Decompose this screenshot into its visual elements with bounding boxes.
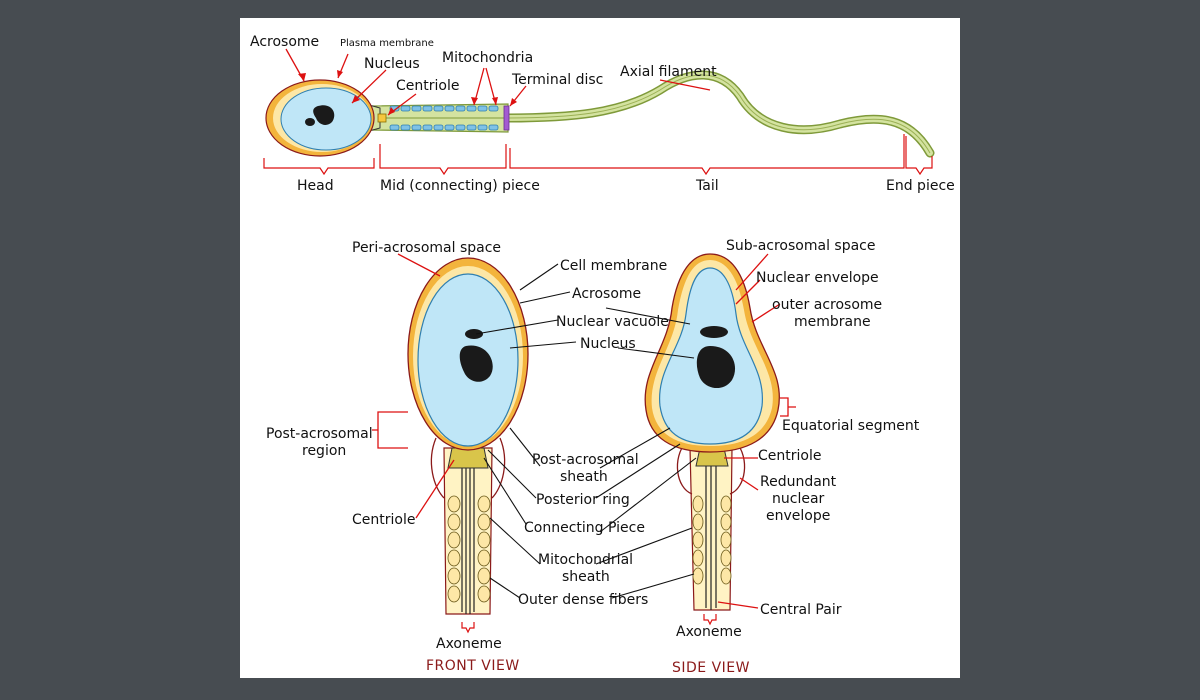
label-front-posterior-ring: Posterior ring [536,492,630,508]
label-side-redundant-envelope-1: Redundant [760,474,837,490]
label-side-outer-acrosome-membrane-1: outer acrosome [772,297,882,313]
front-connecting-piece [447,447,489,469]
front-nuclear-vacuole-small [465,329,483,339]
label-front-cell-membrane: Cell membrane [560,258,667,274]
terminal-disc [503,105,510,131]
front-view-illustration [407,257,529,615]
label-region-tail: Tail [695,178,719,194]
front-posterior-ring [430,437,506,499]
side-axoneme-brace [703,614,717,626]
label-top-nucleus: Nucleus [364,56,420,72]
side-mitochondria [692,495,732,585]
top-nuclear-vacuole-small [305,118,315,126]
top-pointers [285,48,711,116]
side-view-illustration [644,253,780,626]
side-view-title: SIDE VIEW [672,660,750,676]
label-region-mid-piece: Mid (connecting) piece [380,178,540,194]
top-centriole [377,113,387,123]
side-nuclear-vacuole-large [696,346,736,389]
label-side-equatorial-segment: Equatorial segment [782,418,920,434]
label-front-peri-acrosomal-space: Peri-acrosomal space [352,240,501,256]
label-front-connecting-piece: Connecting Piece [524,520,645,536]
label-front-axoneme: Axoneme [436,636,502,652]
label-top-centriole: Centriole [396,78,459,94]
front-nuclear-vacuole-large [459,345,493,382]
top-nuclear-vacuole [313,105,335,125]
label-front-nuclear-vacuoles: Nuclear vacuoles [556,314,676,330]
label-side-sub-acrosomal-space: Sub-acrosomal space [726,238,875,254]
label-top-plasma-membrane: Plasma membrane [340,38,434,49]
label-front-post-acrosomal-region-2: region [302,443,346,459]
top-sperm-illustration [265,70,935,158]
label-front-post-acrosomal-region-1: Post-acrosomal [266,426,373,442]
label-top-mitochondria: Mitochondria [442,50,533,66]
label-front-acrosome: Acrosome [572,286,641,302]
label-top-terminal-disc: Terminal disc [511,72,603,88]
label-side-redundant-envelope-3: envelope [766,508,830,524]
sperm-anatomy-diagram: Acrosome Plasma membrane Nucleus Centrio… [250,34,955,676]
label-side-redundant-envelope-2: nuclear [772,491,825,507]
label-front-mitochondrial-sheath-2: sheath [562,569,610,585]
label-front-mitochondrial-sheath-1: Mitochondrial [538,552,633,568]
axial-filament-line [504,74,931,154]
label-top-axial-filament: Axial filament [620,64,717,80]
label-side-outer-acrosome-membrane-2: membrane [794,314,871,330]
label-side-centriole: Centriole [758,448,821,464]
label-side-nuclear-envelope: Nuclear envelope [756,270,879,286]
front-mitochondria [447,495,491,603]
label-region-end-piece: End piece [886,178,955,194]
label-front-outer-dense-fibers: Outer dense fibers [518,592,648,608]
front-pointers [372,253,577,634]
label-side-central-pair: Central Pair [760,602,842,618]
label-side-axoneme: Axoneme [676,624,742,640]
label-front-post-acrosomal-sheath-1: Post-acrosomal [532,452,639,468]
label-front-post-acrosomal-sheath-2: sheath [560,469,608,485]
label-region-head: Head [297,178,334,194]
side-axoneme-fibers [705,464,717,610]
front-outer-dense-fibers [461,466,475,614]
side-pointers [595,253,796,609]
label-top-acrosome: Acrosome [250,34,319,50]
side-nuclear-vacuole-small [700,326,728,338]
mitochondria-rows [389,105,499,131]
label-front-centriole: Centriole [352,512,415,528]
diagram-panel: Acrosome Plasma membrane Nucleus Centrio… [240,18,960,678]
region-braces [263,134,933,176]
front-view-title: FRONT VIEW [426,658,520,674]
